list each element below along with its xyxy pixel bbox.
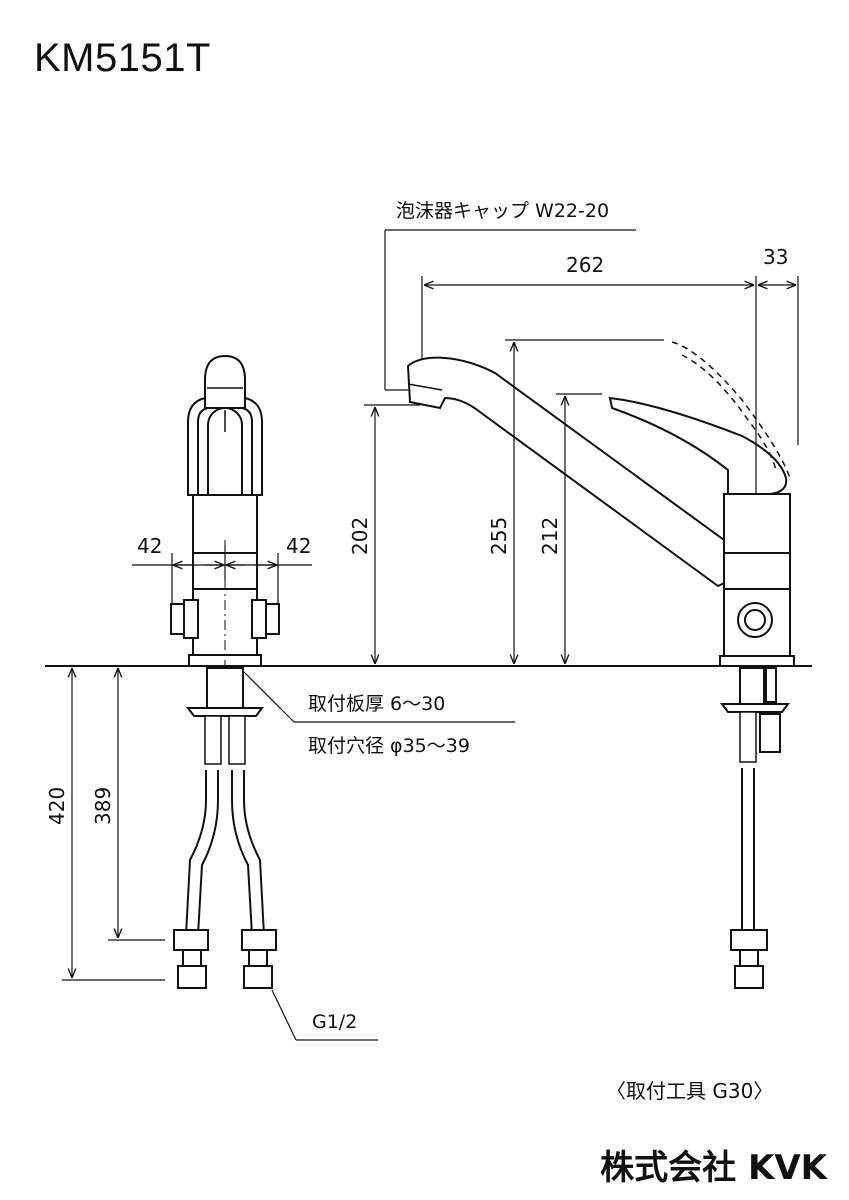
dim-hose-to-fitting: 389 xyxy=(91,787,115,825)
brand-logo: 株式会社 KVK xyxy=(600,1148,827,1188)
mount-hole-label: 取付穴径 φ35～39 xyxy=(308,735,470,757)
reach-dims xyxy=(421,276,799,494)
dim-hose-total: 420 xyxy=(45,787,69,825)
side-view xyxy=(406,341,795,989)
dim-left-offset: 42 xyxy=(137,534,162,558)
aerator-label: 泡沫器キャップ W22-20 xyxy=(396,200,609,222)
dim-lever-height-total: 255 xyxy=(487,517,511,555)
dim-right-offset: 42 xyxy=(286,534,311,558)
aerator-leader xyxy=(384,229,636,391)
dim-handle-height: 212 xyxy=(538,517,562,555)
tool-note: 〈取付工具 G30〉 xyxy=(606,1079,774,1103)
front-view xyxy=(170,354,280,989)
model-title: KM5151T xyxy=(34,36,211,80)
plate-thickness-label: 取付板厚 6～30 xyxy=(308,693,445,715)
front-offset-dims xyxy=(132,545,312,605)
thread-leader xyxy=(271,989,378,1041)
hose-dims xyxy=(62,668,165,981)
dim-lever-swing: 33 xyxy=(763,245,788,269)
dim-spout-reach: 262 xyxy=(566,253,604,277)
mount-leaders xyxy=(243,671,515,723)
thread-label: G1/2 xyxy=(312,1011,357,1033)
dim-spout-height: 202 xyxy=(348,517,372,555)
height-dims xyxy=(364,339,664,664)
